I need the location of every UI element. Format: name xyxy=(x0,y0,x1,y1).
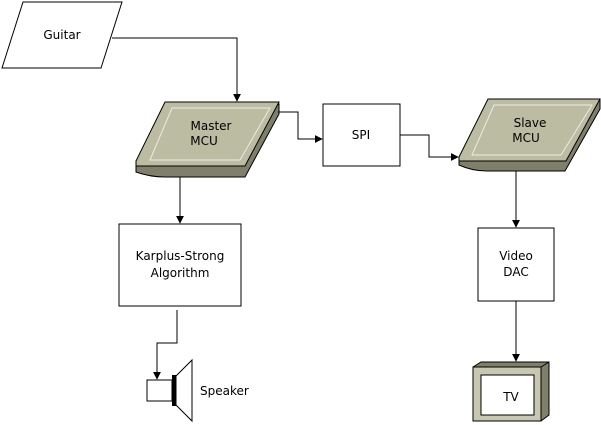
karplus-strong-label-line2: Algorithm xyxy=(151,266,210,280)
speaker-label: Speaker xyxy=(200,384,249,398)
guitar-to-master-arrow xyxy=(112,37,241,102)
master-mcu-label-line1: Master xyxy=(191,119,232,133)
video-dac-node: Video DAC xyxy=(477,227,555,302)
guitar-label: Guitar xyxy=(43,28,80,42)
karplus-strong-node: Karplus-Strong Algorithm xyxy=(118,223,242,307)
spi-node: SPI xyxy=(322,103,401,167)
video-dac-label-line1: Video xyxy=(499,249,533,263)
speaker-icon xyxy=(146,358,193,423)
tv-label: TV xyxy=(502,390,519,404)
master-mcu-label-line2: MCU xyxy=(190,134,218,148)
video-dac-label-line2: DAC xyxy=(503,265,528,279)
master-mcu-node: Master MCU xyxy=(135,101,280,178)
karplus-to-speaker-arrow xyxy=(153,310,178,380)
spi-to-slave-arrow xyxy=(400,134,459,161)
tv-icon: TV xyxy=(472,361,550,422)
guitar-input-node: Guitar xyxy=(1,1,123,69)
slave-mcu-label-line1: Slave xyxy=(514,116,547,130)
master-to-spi-arrow xyxy=(278,111,323,143)
slave-mcu-label-line2: MCU xyxy=(512,131,540,145)
spi-label: SPI xyxy=(352,128,370,142)
karplus-strong-label-line1: Karplus-Strong xyxy=(136,249,225,263)
slave-mcu-node: Slave MCU xyxy=(458,98,601,172)
